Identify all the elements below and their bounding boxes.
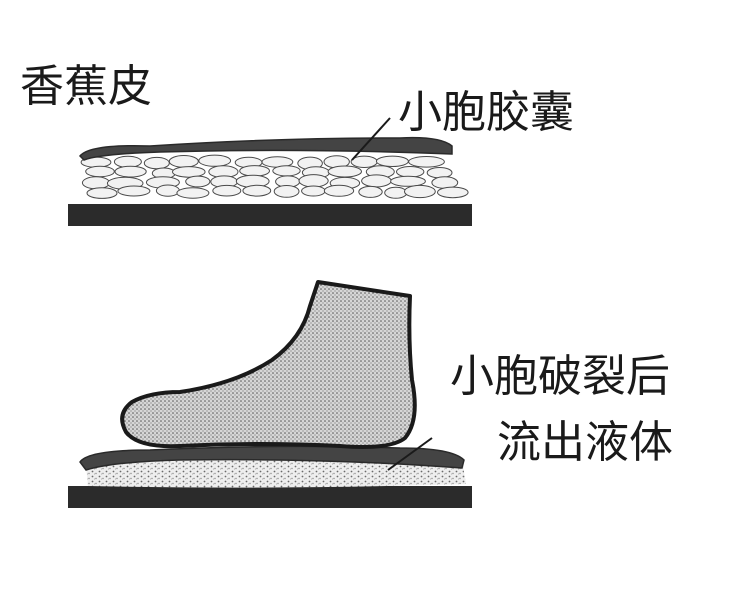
- leaked-liquid: [86, 458, 466, 488]
- vesicle-cell: [143, 156, 170, 170]
- foot-shape: [120, 280, 417, 449]
- vesicle-cell: [298, 174, 329, 188]
- vesicle-cell: [361, 174, 392, 188]
- top-floor-slab: [68, 204, 472, 226]
- vesicle-cell: [172, 166, 206, 178]
- vesicle-cell: [327, 165, 362, 178]
- liquid-leader-line: [387, 437, 433, 471]
- vesicle-cell: [176, 187, 210, 199]
- cells-leader-line: [351, 117, 391, 161]
- vesicle-cell: [408, 156, 445, 168]
- vesicle-cell: [384, 186, 408, 199]
- burst-label-line-2: 流出液体: [497, 417, 673, 468]
- vesicle-capsule-label: 小胞胶囊: [398, 87, 574, 138]
- vesicle-cell: [117, 185, 151, 197]
- vesicle-cell: [198, 154, 232, 167]
- top-peel-skin: [78, 136, 453, 161]
- vesicle-cells: [80, 154, 469, 199]
- vesicle-cell: [85, 165, 115, 178]
- vesicle-cell: [242, 184, 272, 197]
- vesicle-cell: [272, 165, 301, 177]
- bottom-floor-slab: [68, 486, 472, 508]
- intact-banana-peel-layer: [68, 117, 472, 226]
- vesicle-cell: [358, 185, 383, 198]
- vesicle-cell: [185, 175, 211, 188]
- vesicle-cell: [323, 184, 355, 197]
- vesicle-cell: [239, 165, 271, 177]
- banana-peel-title: 香蕉皮: [20, 61, 152, 112]
- vesicle-cell: [301, 185, 326, 197]
- vesicle-cell: [114, 165, 147, 178]
- vesicle-cell: [168, 155, 199, 168]
- vesicle-cell: [375, 155, 409, 168]
- vesicle-cell: [396, 166, 425, 178]
- vesicle-cell: [404, 184, 436, 199]
- vesicle-cell: [113, 155, 142, 168]
- vesicle-cell: [437, 186, 469, 199]
- vesicle-cell: [212, 184, 242, 197]
- burst-label-line-1: 小胞破裂后: [450, 351, 670, 402]
- vesicle-cell: [81, 176, 111, 190]
- vesicle-cell: [273, 185, 300, 198]
- vesicle-cell: [390, 175, 426, 187]
- vesicle-cell: [426, 167, 453, 179]
- vesicle-cell: [155, 184, 180, 197]
- bottom-peel-skin: [79, 445, 465, 471]
- vesicle-cell: [86, 187, 118, 199]
- crushed-banana-peel-layer: [68, 437, 472, 508]
